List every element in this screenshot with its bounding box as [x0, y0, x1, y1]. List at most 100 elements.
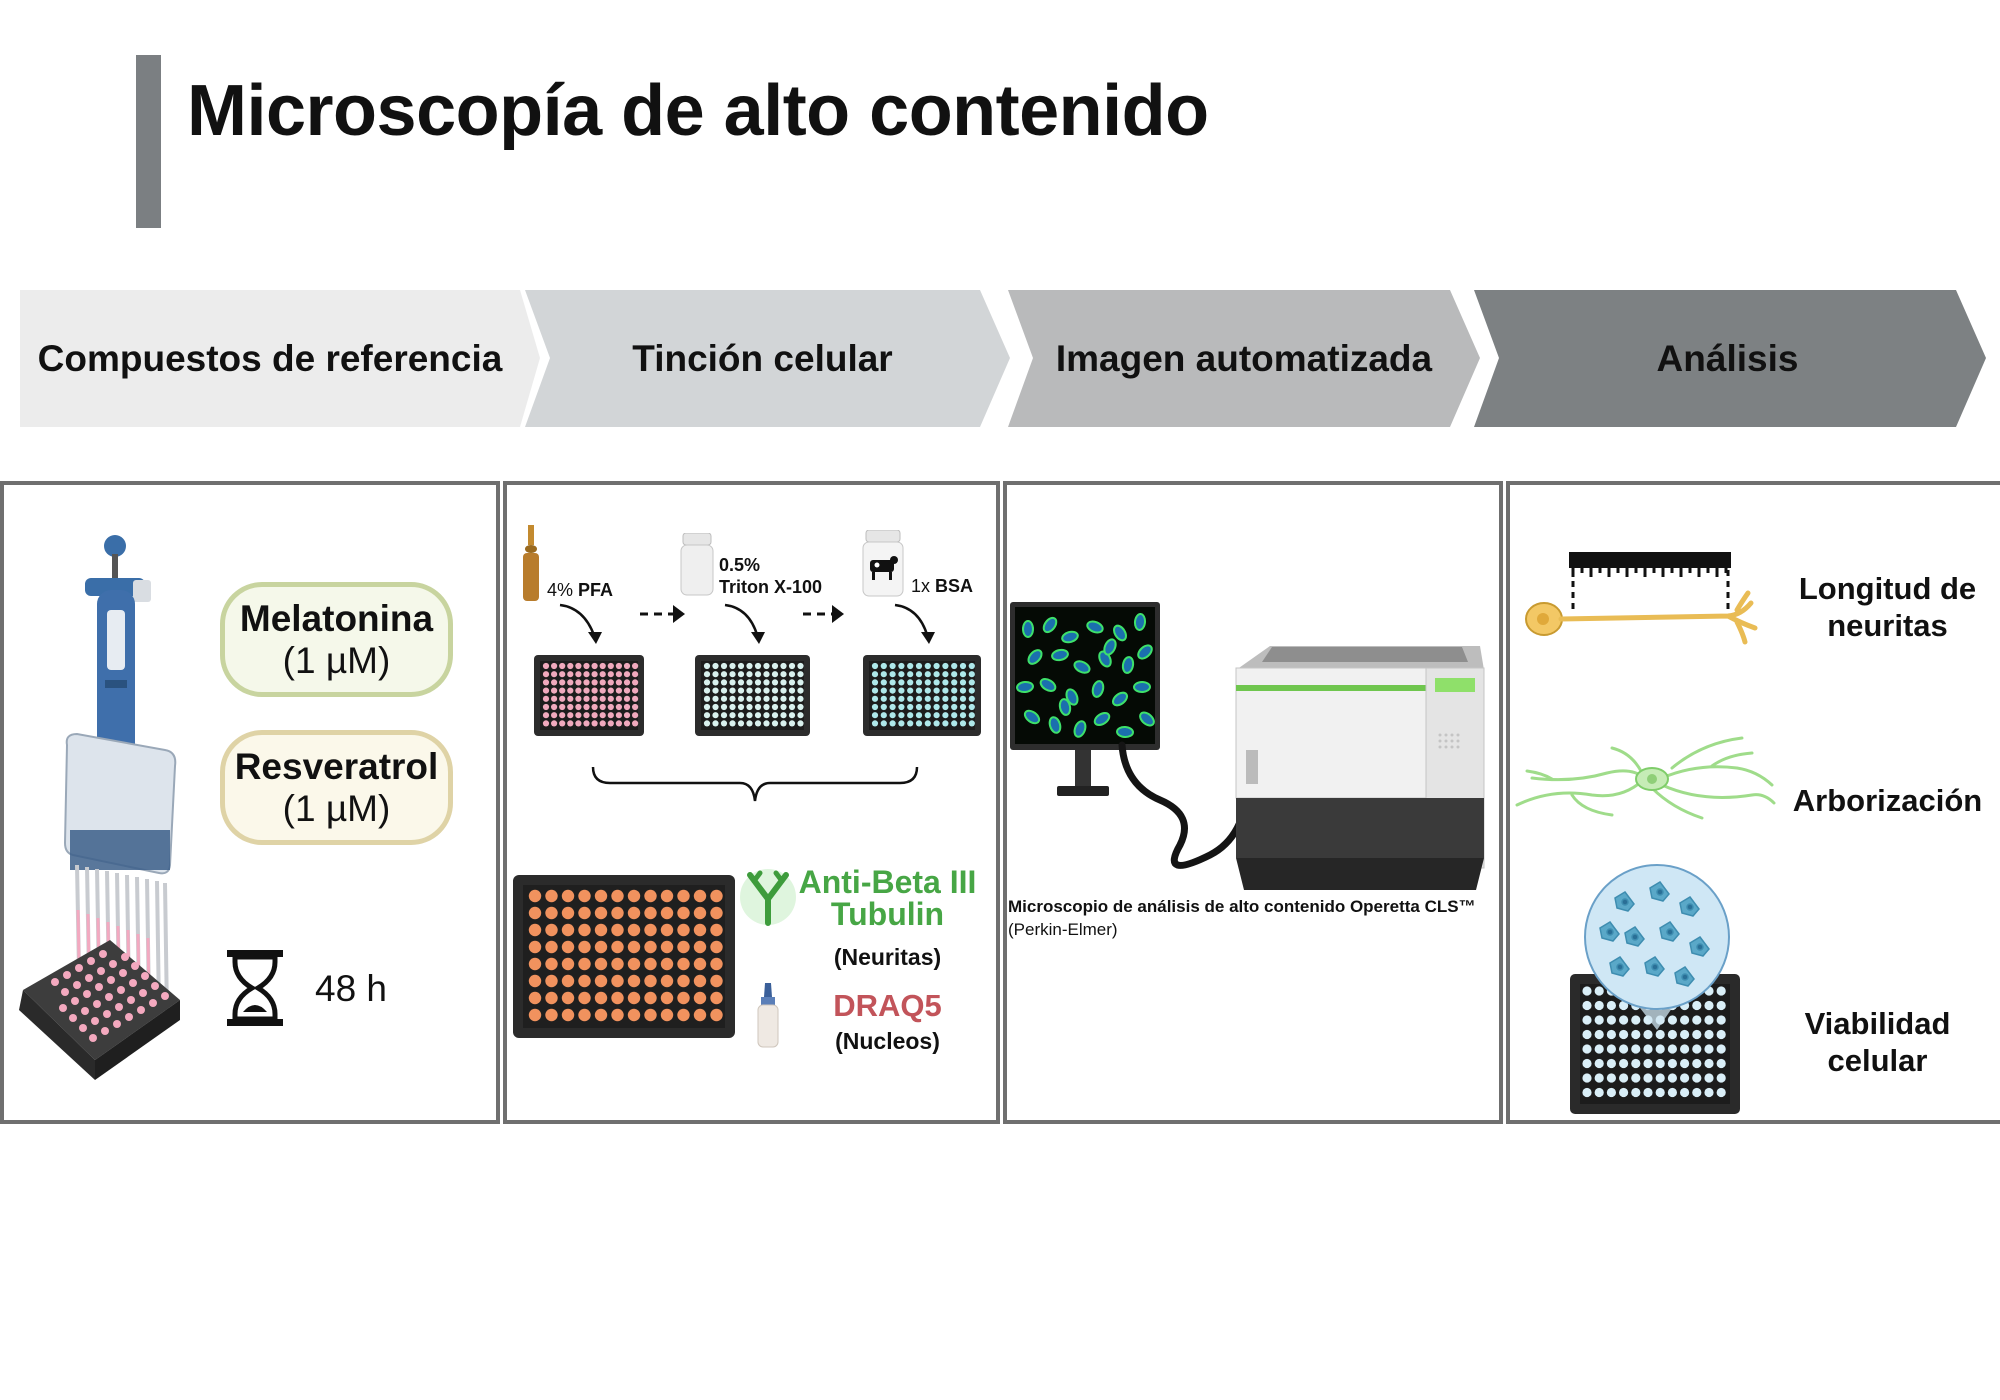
well — [1619, 1058, 1629, 1069]
cell-nucleus — [1651, 963, 1659, 971]
well — [1643, 1029, 1653, 1040]
well — [615, 712, 622, 719]
plate-bsa-icon — [863, 655, 981, 736]
well — [880, 671, 887, 678]
well — [780, 671, 787, 678]
well — [951, 720, 958, 727]
well — [1655, 1087, 1665, 1098]
well — [693, 889, 707, 903]
well — [660, 1008, 674, 1022]
well — [528, 889, 542, 903]
well — [754, 703, 762, 711]
well — [737, 679, 745, 686]
well — [567, 695, 574, 702]
well — [567, 662, 574, 670]
well — [561, 1008, 575, 1022]
well — [623, 671, 631, 678]
well — [771, 695, 779, 702]
well — [545, 991, 558, 1005]
well — [959, 712, 967, 719]
well — [542, 720, 550, 727]
well — [559, 703, 566, 711]
well — [644, 1008, 657, 1022]
well — [889, 662, 896, 670]
well — [1582, 1058, 1592, 1069]
well — [1692, 1087, 1702, 1098]
well — [712, 671, 719, 678]
well — [615, 695, 622, 702]
well — [1606, 1087, 1616, 1098]
nuclear-stain-name: DRAQ5 — [833, 988, 942, 1023]
well — [710, 957, 723, 971]
compound-dose: (1 µM) — [282, 639, 391, 681]
well — [763, 712, 770, 719]
well — [889, 703, 896, 711]
well — [528, 940, 542, 954]
well — [1716, 1044, 1726, 1054]
well — [1643, 1058, 1653, 1069]
well — [528, 974, 542, 988]
analysis-item-arborization: Arborización — [1792, 783, 1983, 818]
well — [889, 720, 896, 727]
well — [898, 712, 905, 719]
cell — [1133, 680, 1151, 694]
well — [763, 679, 770, 686]
well — [898, 695, 905, 702]
nuclear-stain-target: (Nucleos) — [835, 1028, 940, 1054]
well — [729, 720, 736, 727]
well — [871, 720, 879, 727]
well — [542, 695, 550, 702]
well — [632, 679, 639, 686]
plate-triton-icon — [695, 655, 810, 736]
step-label-2: Tinción celular — [632, 337, 893, 379]
well — [632, 703, 639, 711]
well — [627, 974, 641, 988]
well — [907, 662, 914, 670]
well — [968, 679, 975, 686]
well — [915, 662, 923, 670]
well — [632, 712, 639, 719]
well — [615, 703, 622, 711]
cell — [1023, 709, 1041, 725]
step-chevron-3 — [1008, 290, 1480, 427]
well — [660, 957, 674, 971]
microscope-caption: Microscopio de análisis de alto contenid… — [1008, 897, 1476, 916]
well — [1606, 1058, 1616, 1069]
well — [889, 695, 896, 702]
well — [627, 940, 641, 954]
well — [1704, 1073, 1714, 1083]
well — [933, 720, 940, 727]
well — [951, 703, 958, 711]
cell-nucleus — [1681, 973, 1689, 981]
well — [545, 974, 558, 988]
well — [959, 662, 967, 670]
cell — [1022, 620, 1034, 638]
well — [771, 671, 779, 678]
well — [677, 923, 690, 937]
well — [575, 671, 582, 678]
well — [575, 712, 582, 719]
well — [1667, 1073, 1677, 1083]
well — [889, 671, 896, 678]
well — [1692, 1073, 1702, 1083]
well — [710, 940, 723, 954]
cell-nucleus — [1621, 898, 1629, 906]
well — [898, 679, 905, 686]
well — [788, 679, 796, 686]
well — [746, 662, 753, 670]
well — [763, 687, 770, 694]
well — [737, 662, 745, 670]
well — [578, 889, 591, 903]
step-label-1: Compuestos de referencia — [37, 337, 503, 379]
cell — [1065, 688, 1079, 706]
well — [710, 889, 723, 903]
well — [968, 695, 975, 702]
well — [660, 889, 674, 903]
well — [797, 662, 804, 670]
well — [561, 991, 575, 1005]
well — [660, 906, 674, 920]
cell — [1086, 620, 1104, 634]
well — [561, 889, 575, 903]
well — [693, 906, 707, 920]
well — [942, 712, 949, 719]
